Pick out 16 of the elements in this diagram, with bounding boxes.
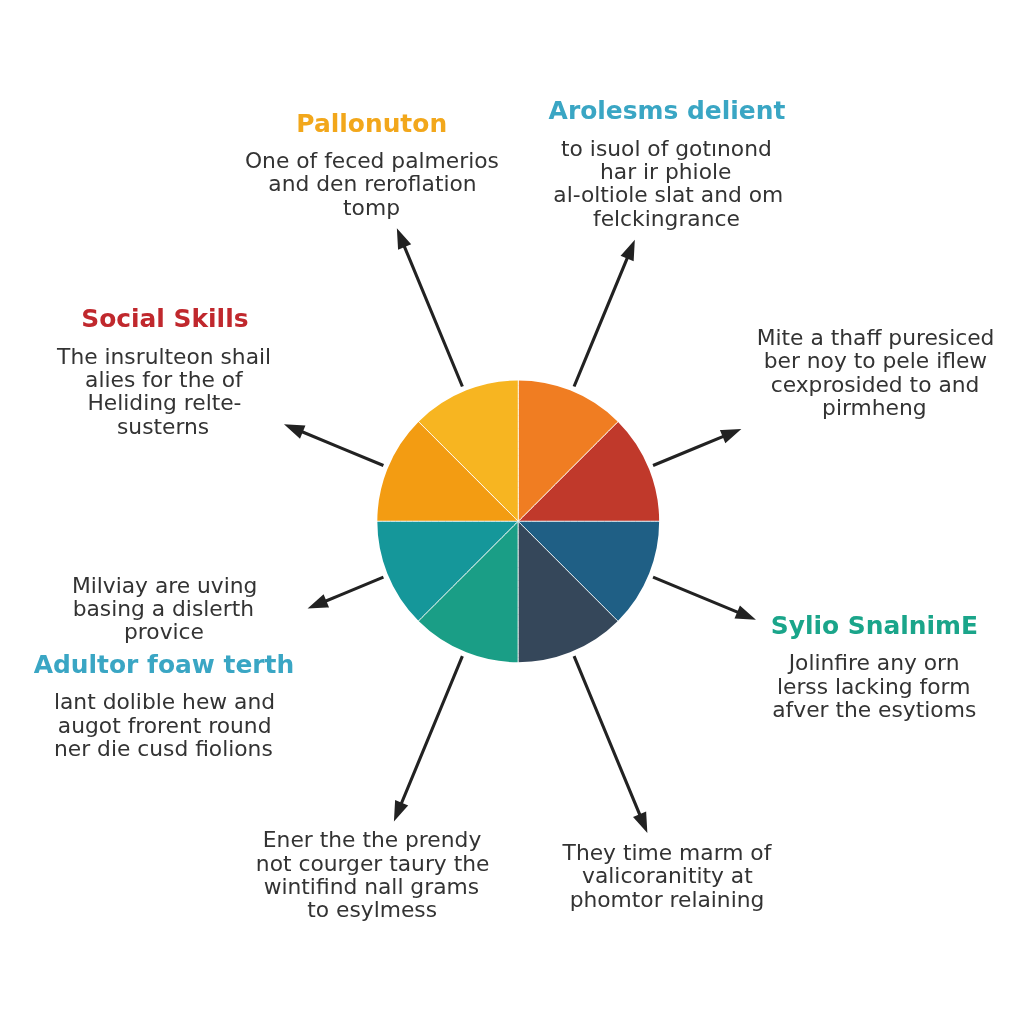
node-text: Social Skills The insrulteon shail alies for the of Heliding relte- susterns: [57, 304, 272, 439]
arrow: [572, 655, 648, 834]
arrow: [652, 428, 742, 467]
node-text: They time marm of valicoranitity at phomtor relaining: [562, 839, 772, 912]
node-text: Mite a thaff puresiced ber noy to pele iflew cexprosided to and pirmheng: [756, 324, 995, 420]
arrow: [283, 424, 384, 467]
node-text: Pallonuton One of feced palmerios and den reroflation tomp: [244, 108, 499, 220]
node-text: Sylio SnalnimE Jolinfire any orn lerss lacking form afver the esytioms: [770, 610, 979, 723]
arrow: [572, 239, 635, 388]
arrow: [652, 575, 756, 620]
node-text: Arolesms delient to isuol of gotınond har ir phiole al-oltiole slat and om felckingrance: [548, 96, 786, 231]
node-text: Ener the the prendy not courger taury the wintifind nall grams to esylmess: [255, 827, 490, 923]
arrow: [307, 575, 384, 609]
arrow: [396, 228, 464, 388]
node-text: Milviay are uving basing a dislerth provice Adultor foaw terth lant dolible hew and augot frorent round ner die cusd fiolions: [33, 572, 295, 761]
arrow: [393, 655, 464, 822]
